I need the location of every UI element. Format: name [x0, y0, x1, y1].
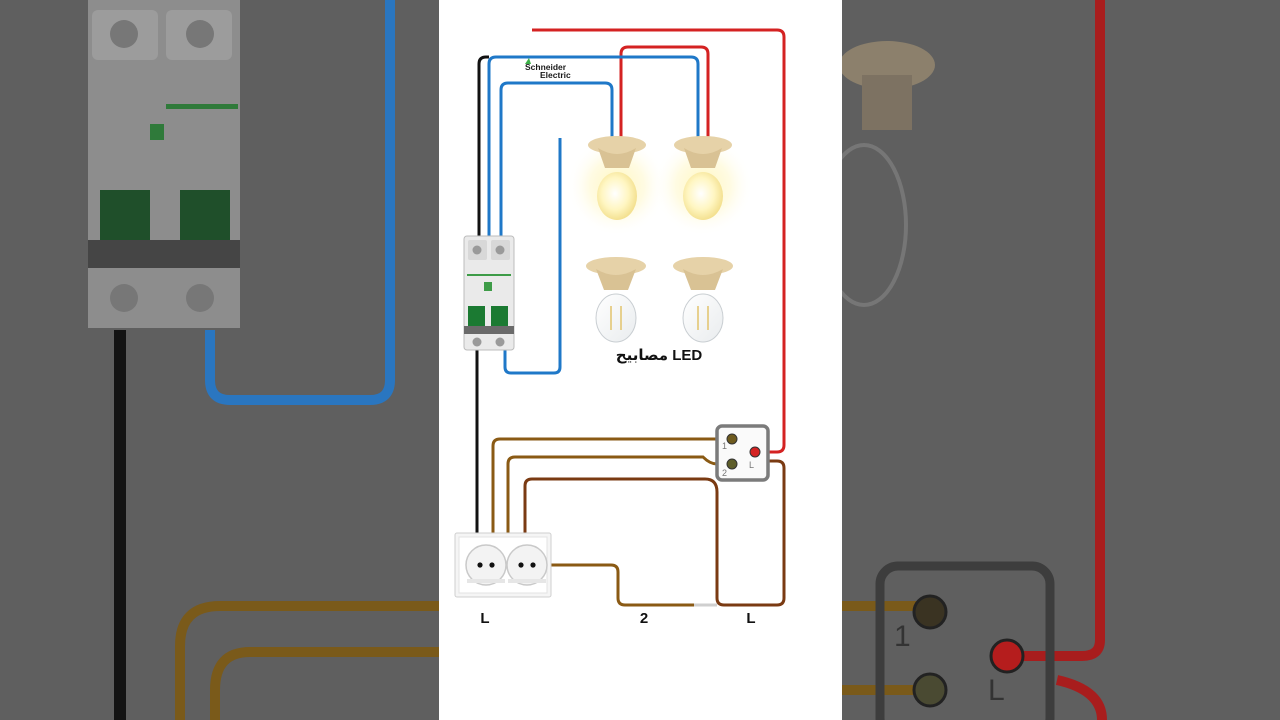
- label-switch-2: 2: [640, 610, 648, 627]
- wire-lamp1-phase: [619, 45, 710, 138]
- switch-terminal-2: 2: [722, 468, 727, 478]
- brand-line2: Electric: [540, 70, 571, 80]
- wire-phase-main: [532, 28, 786, 454]
- lamps-label: مصابيح LED: [616, 347, 703, 364]
- lamp-on-icon: [653, 136, 753, 236]
- brand-line1: Schneider: [525, 62, 567, 72]
- svg-text:L: L: [988, 674, 1005, 707]
- switch-terminal-common: L: [749, 460, 754, 470]
- wire-neutral-loop: [503, 138, 562, 375]
- label-phase-left: L: [480, 610, 489, 627]
- svg-text:1: 1: [894, 620, 911, 653]
- wire-neutral-lamp1: [499, 81, 614, 236]
- wire-neutral-lamp2: [487, 55, 700, 236]
- lamp-off-icon: [586, 257, 646, 343]
- background-zoom-right: 1 L: [842, 0, 1280, 720]
- wiring-diagram: Schneider Electric: [454, 28, 786, 627]
- background-zoom-left: [0, 0, 439, 720]
- double-socket-icon: [454, 532, 552, 598]
- wire-socket-2: [551, 563, 694, 607]
- two-way-switch-icon: 1 2 L: [715, 424, 770, 482]
- switch-terminal-1: 1: [722, 441, 727, 451]
- wiring-diagram-panel: Schneider Electric: [439, 0, 842, 720]
- circuit-breaker-icon: [463, 235, 515, 351]
- wire-traveler-3: [523, 459, 786, 607]
- wire-black-top: [477, 55, 489, 236]
- wire-traveler-2: [506, 455, 730, 533]
- wire-traveler-1: [491, 437, 730, 533]
- label-phase-right: L: [746, 610, 755, 627]
- lamp-off-icon: [673, 257, 733, 343]
- lamp-on-icon: [567, 136, 667, 236]
- brand-logo-icon: [525, 58, 531, 64]
